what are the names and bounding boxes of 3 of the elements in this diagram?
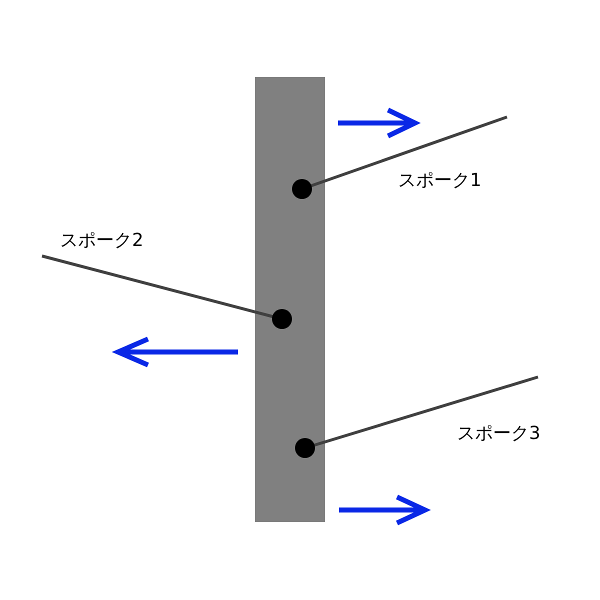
spoke-label: スポーク3 xyxy=(457,422,540,445)
spoke-label: スポーク1 xyxy=(398,169,482,192)
spoke-label: スポーク2 xyxy=(60,229,144,252)
